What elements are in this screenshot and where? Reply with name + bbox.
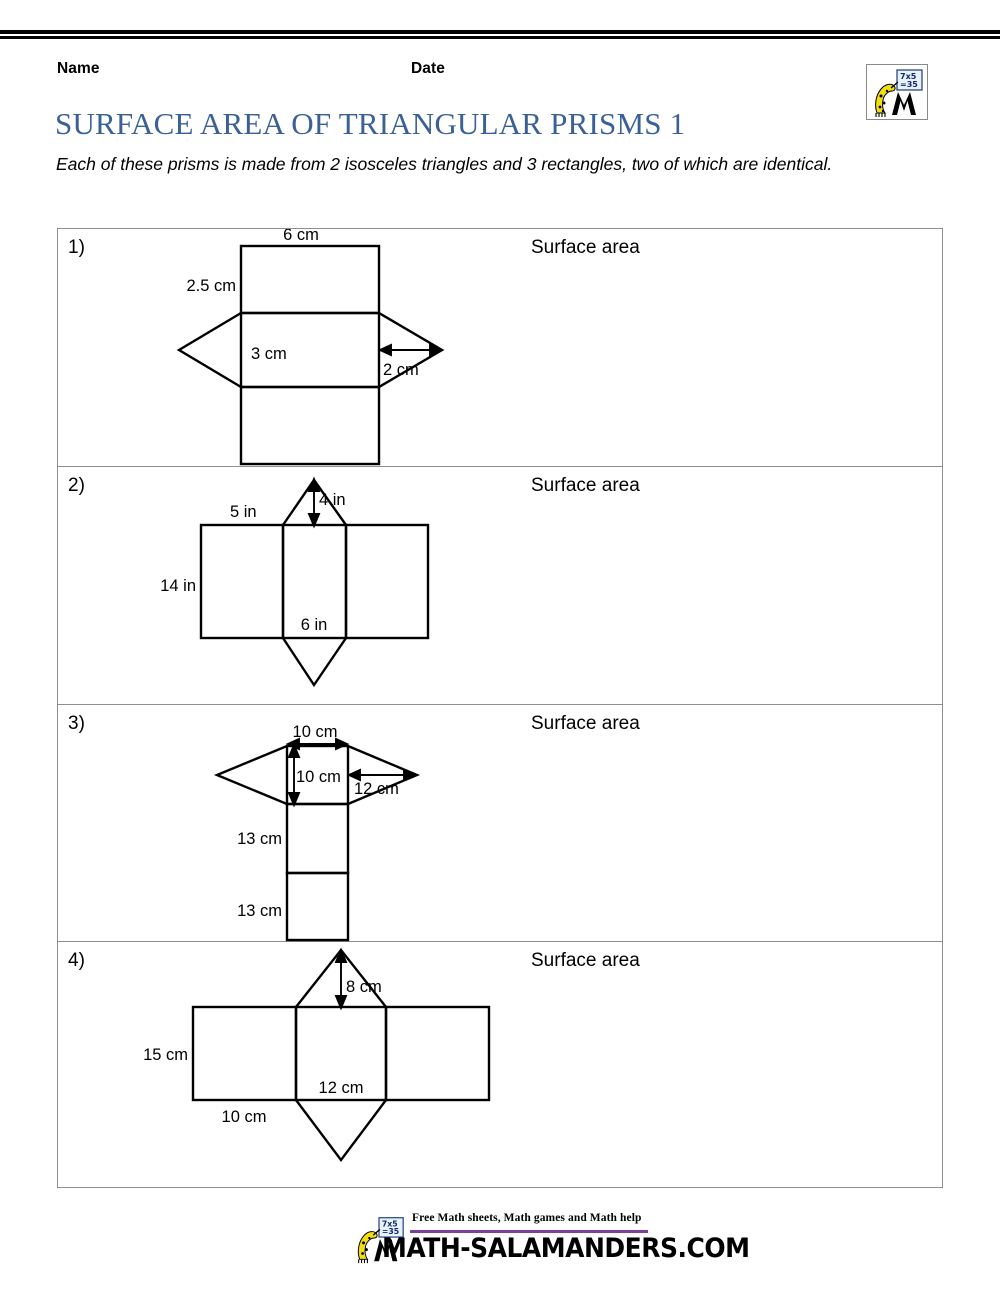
prism-net-diagram-4: 8 cm 15 cm 12 cm 10 cm bbox=[58, 942, 528, 1187]
label-2-left-width: 5 in bbox=[230, 503, 257, 521]
footer-brand: 7x5 =35 Free Math sheets, Math games and… bbox=[350, 1208, 750, 1270]
intro-instructions: Each of these prisms is made from 2 isos… bbox=[56, 154, 833, 174]
prism-net-diagram-2: 5 in 4 in 14 in 6 in bbox=[58, 467, 528, 704]
label-3-top-height: 10 cm bbox=[296, 768, 341, 786]
surface-area-prompt-1: Surface area bbox=[531, 237, 640, 258]
logo-board-line1: 7x5 bbox=[900, 72, 917, 81]
header-rule-thick bbox=[0, 30, 1000, 34]
surface-area-prompt-3: Surface area bbox=[531, 713, 640, 734]
surface-area-prompt-4: Surface area bbox=[531, 950, 640, 971]
label-1-top-height: 2.5 cm bbox=[186, 277, 236, 295]
problem-row-1: 1) 6 cm bbox=[58, 229, 942, 467]
label-1-tri-width: 2 cm bbox=[383, 361, 419, 379]
label-3-tri-width: 12 cm bbox=[354, 780, 399, 798]
prism-net-diagram-3: 10 cm 10 cm 12 cm 13 cm 13 cm bbox=[58, 705, 528, 942]
logo-artwork: 7x5 =35 bbox=[867, 65, 927, 119]
page-title: SURFACE AREA OF TRIANGULAR PRISMS 1 bbox=[55, 106, 686, 141]
date-label: Date bbox=[411, 60, 445, 77]
problem-row-2: 2) 5 in bbox=[58, 467, 942, 705]
label-1-top-width: 6 cm bbox=[283, 229, 319, 244]
footer-tagline: Free Math sheets, Math games and Math he… bbox=[412, 1212, 642, 1224]
label-4-rect-height: 15 cm bbox=[143, 1046, 188, 1064]
label-3-mid-height: 13 cm bbox=[237, 830, 282, 848]
label-3-bottom-height: 13 cm bbox=[237, 902, 282, 920]
name-label: Name bbox=[57, 60, 100, 77]
svg-text:=35: =35 bbox=[382, 1227, 399, 1236]
math-salamanders-logo: 7x5 =35 bbox=[866, 64, 928, 120]
surface-area-prompt-2: Surface area bbox=[531, 475, 640, 496]
label-3-top-width: 10 cm bbox=[293, 723, 338, 741]
label-2-tri-height: 4 in bbox=[319, 491, 346, 509]
footer-domain: MATH-SALAMANDERS.COM bbox=[382, 1232, 750, 1264]
problem-number-1: 1) bbox=[68, 237, 85, 258]
footer-salamander-icon: 7x5 =35 bbox=[357, 1217, 404, 1264]
label-2-rect-height: 14 in bbox=[160, 577, 196, 595]
problem-number-4: 4) bbox=[68, 950, 85, 971]
svg-text:7x5: 7x5 bbox=[382, 1219, 398, 1228]
problem-number-3: 3) bbox=[68, 713, 85, 734]
label-4-base-width: 12 cm bbox=[319, 1079, 364, 1097]
logo-board-line2: =35 bbox=[900, 80, 918, 89]
footer-accent-rule bbox=[410, 1230, 648, 1233]
label-2-base-width: 6 in bbox=[301, 616, 328, 634]
header-rule-thin bbox=[0, 36, 1000, 39]
label-1-mid-height: 3 cm bbox=[251, 345, 287, 363]
problem-row-3: 3) bbox=[58, 705, 942, 942]
problems-table: 1) 6 cm bbox=[57, 228, 943, 1188]
header-rule-gap bbox=[0, 34, 1000, 36]
label-4-tri-height: 8 cm bbox=[346, 978, 382, 996]
problem-row-4: 4) 8 cm bbox=[58, 942, 942, 1187]
header-rule bbox=[0, 30, 1000, 41]
label-4-side-width: 10 cm bbox=[222, 1108, 267, 1126]
problem-number-2: 2) bbox=[68, 475, 85, 496]
prism-net-diagram-1: 6 cm 2.5 cm 3 cm 2 cm bbox=[58, 229, 528, 466]
